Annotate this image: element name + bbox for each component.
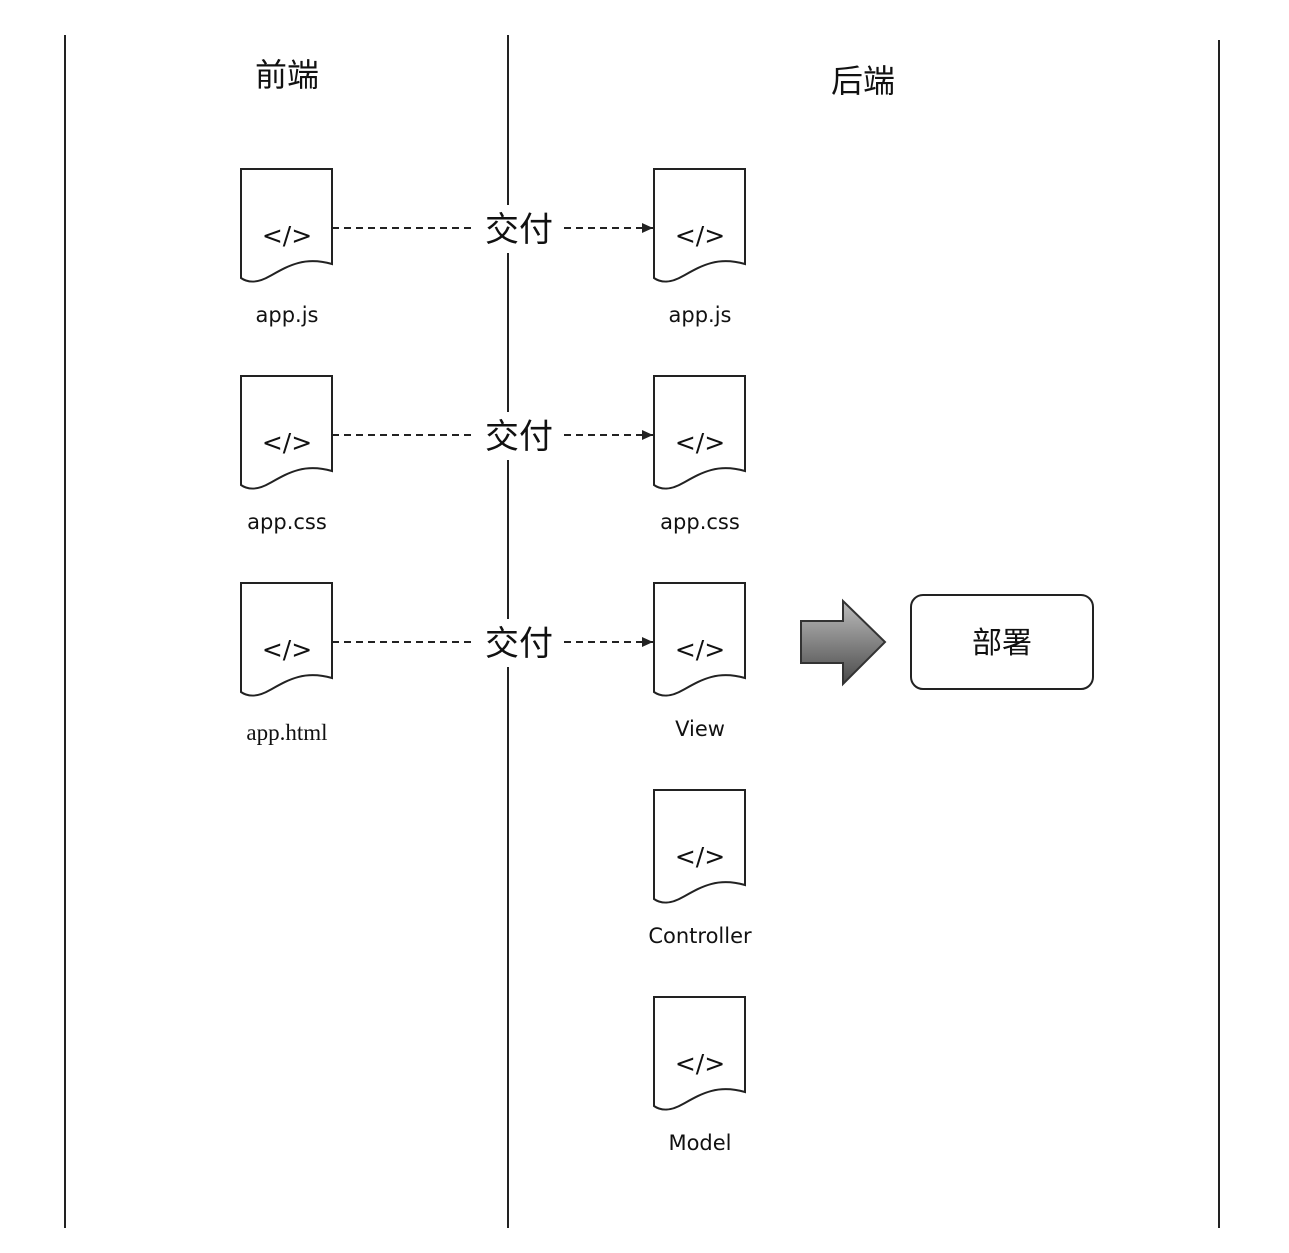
delivery-connector-app-css: 交付 [332,412,653,460]
code-glyph: </> [262,428,312,457]
file-label: app.js [256,303,319,327]
delivery-connector-app-js: 交付 [332,205,653,253]
deploy-label: 部署 [972,626,1032,661]
frontend-file-app-css: </> app.css [240,375,333,534]
frontend-file-app-html: </> app.html [240,582,333,745]
file-label: View [675,717,725,741]
backend-lane-title: 后端 [831,62,895,100]
file-label: app.js [669,303,732,327]
code-file-icon [653,996,746,1111]
code-glyph: </> [675,842,725,871]
deploy-box-frame [910,594,1094,690]
code-glyph: </> [262,221,312,250]
frontend-lane-title: 前端 [255,56,319,94]
frontend-file-app-js: </> app.js [240,168,333,327]
backend-file-view: </> View [653,582,746,741]
code-file-icon [240,582,333,697]
file-label: app.css [660,510,740,534]
code-glyph: </> [675,428,725,457]
backend-file-app-css: </> app.css [653,375,746,534]
code-file-icon [240,375,333,490]
file-label: Model [668,1131,731,1155]
delivery-label: 交付 [485,417,553,457]
code-file-icon [653,168,746,283]
file-label: app.css [247,510,327,534]
backend-file-model: </> Model [653,996,746,1155]
file-label: app.html [246,720,327,745]
backend-file-controller: </> Controller [648,789,752,948]
label-background [478,412,560,460]
delivery-connector-app-html: 交付 [332,619,653,667]
label-background [478,205,560,253]
code-glyph: </> [675,1049,725,1078]
backend-file-app-js: </> app.js [653,168,746,327]
code-file-icon [653,789,746,904]
code-glyph: </> [262,635,312,664]
code-file-icon [240,168,333,283]
deploy-box: 部署 [910,594,1094,690]
code-glyph: </> [675,635,725,664]
code-file-icon [653,375,746,490]
code-file-icon [653,582,746,697]
right-block-arrow-icon [800,598,887,687]
delivery-label: 交付 [485,624,553,664]
file-label: Controller [648,924,752,948]
label-background [478,619,560,667]
delivery-label: 交付 [485,210,553,250]
code-glyph: </> [675,221,725,250]
